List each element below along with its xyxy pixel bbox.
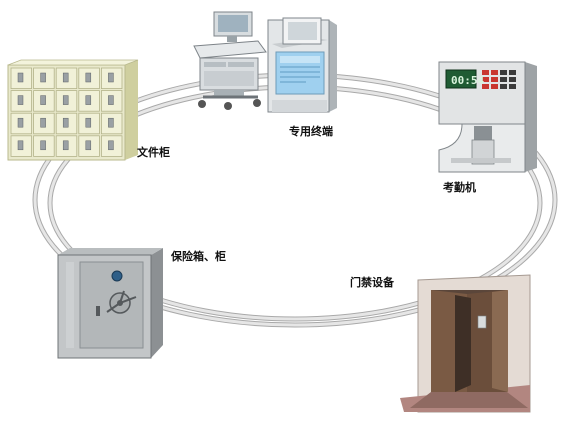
locker-lock-icon (17, 72, 24, 83)
time-clock-image (438, 61, 537, 173)
locker-door-grid (10, 67, 123, 157)
locker-cabinet-image (7, 59, 139, 161)
terminal-cart-image (193, 11, 267, 110)
keypad-key (491, 70, 498, 75)
locker-lock-icon (85, 72, 92, 83)
time-clock-label: 考勤机 (443, 181, 476, 194)
locker-lock-icon (17, 117, 24, 128)
locker-lock-icon (62, 95, 69, 105)
locker-lock-icon (40, 95, 46, 105)
locker-lock-icon (17, 140, 24, 151)
keypad-key (509, 84, 516, 89)
locker-label: 文件柜 (137, 146, 170, 159)
locker-lock-icon (85, 95, 92, 105)
keypad-key (482, 70, 489, 75)
locker-lock-icon (62, 117, 69, 128)
safe-label: 保险箱、柜 (171, 250, 226, 263)
keypad-key (500, 70, 507, 75)
access-door-image (400, 274, 531, 413)
keypad-key (509, 70, 516, 75)
locker-lock-icon (40, 72, 46, 83)
terminal-label: 专用终端 (289, 125, 333, 138)
keypad-key (500, 84, 507, 89)
time-clock-display: 00:54 (451, 74, 484, 87)
keypad-key (491, 77, 498, 82)
locker-lock-icon (108, 72, 114, 83)
keypad-key (491, 84, 498, 89)
locker-lock-icon (108, 140, 114, 151)
locker-lock-icon (40, 117, 46, 128)
locker-lock-icon (108, 117, 114, 128)
locker-lock-icon (108, 95, 114, 105)
locker-lock-icon (62, 72, 69, 83)
keypad-key (500, 77, 507, 82)
keypad-key (482, 84, 489, 89)
keypad-key (509, 77, 516, 82)
keypad-key (482, 77, 489, 82)
locker-lock-icon (40, 140, 46, 151)
keypad (482, 70, 516, 89)
locker-lock-icon (62, 140, 69, 151)
safe-image (57, 248, 163, 359)
door-label: 门禁设备 (350, 276, 394, 289)
terminal-kiosk-image (267, 17, 337, 113)
locker-lock-icon (85, 117, 92, 128)
locker-lock-icon (85, 140, 92, 151)
locker-lock-icon (17, 95, 24, 105)
